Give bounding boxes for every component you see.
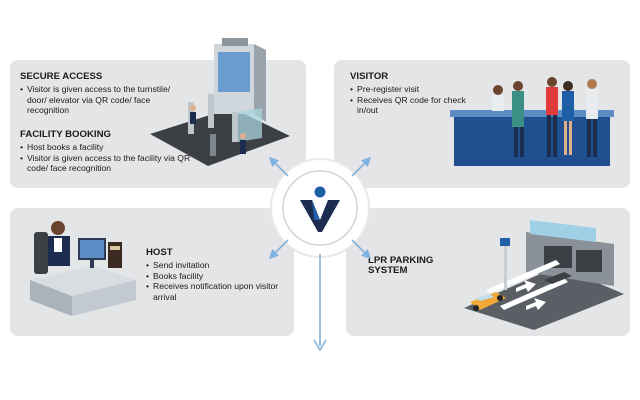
lpr-title: LPR PARKING SYSTEM	[368, 255, 434, 277]
secure-access-title: SECURE ACCESS	[20, 71, 103, 82]
arrow-icon	[268, 156, 289, 177]
secure-access-section: SECURE ACCESS Visitor is given access to…	[20, 71, 192, 116]
host-desk-illustration	[30, 221, 136, 316]
host-item: Receives notification upon visitor arriv…	[146, 281, 286, 302]
visitor-panel: VISITOR Pre-register visit Receives QR c…	[334, 60, 630, 188]
visitor-title: VISITOR	[350, 71, 389, 82]
host-item: Send invitation	[146, 260, 286, 271]
visitor-item: Pre-register visit	[350, 84, 476, 95]
center-hub	[268, 156, 372, 260]
visitor-logo-icon	[300, 186, 340, 232]
arrow-icon	[351, 156, 372, 177]
down-arrow-icon	[313, 254, 327, 352]
lpr-parking-panel: LPR PARKING SYSTEM	[346, 208, 630, 336]
arrow-icon	[351, 239, 372, 260]
visitor-item: Receives QR code for check in/out	[350, 95, 476, 116]
facility-booking-section: FACILITY BOOKING Host books a facility V…	[20, 129, 192, 174]
lpr-section: LPR PARKING SYSTEM	[368, 255, 458, 279]
secure-access-item: Visitor is given access to the turnstile…	[20, 84, 192, 115]
facility-booking-item: Host books a facility	[20, 142, 192, 153]
reception-illustration	[450, 77, 614, 166]
turnstile-illustration	[150, 38, 290, 166]
host-section: HOST Send invitation Books facility Rece…	[146, 247, 286, 302]
arrow-icon	[268, 239, 289, 260]
secure-access-panel: SECURE ACCESS Visitor is given access to…	[10, 38, 306, 188]
host-item: Books facility	[146, 271, 286, 282]
host-panel: HOST Send invitation Books facility Rece…	[10, 208, 294, 336]
facility-booking-title: FACILITY BOOKING	[20, 129, 111, 140]
parking-illustration	[464, 220, 624, 330]
visitor-section: VISITOR Pre-register visit Receives QR c…	[350, 71, 476, 116]
hub-arrows	[268, 156, 372, 260]
facility-booking-item: Visitor is given access to the facility …	[20, 153, 192, 174]
host-title: HOST	[146, 247, 173, 258]
